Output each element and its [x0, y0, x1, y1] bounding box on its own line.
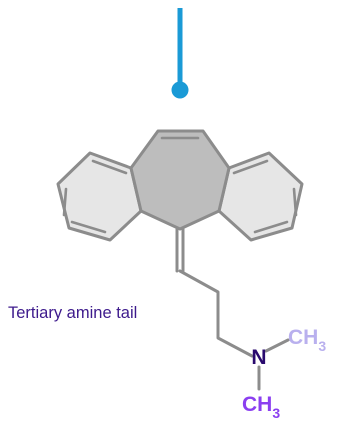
amine-side-chain [175, 227, 290, 391]
upper-methyl-subscript: 3 [318, 338, 326, 354]
upper-methyl-main: CH [288, 326, 318, 349]
bond-to-upper-methyl [264, 338, 290, 353]
left-ring-inner-bond-2 [70, 220, 107, 234]
left-benzene-ring [56, 151, 143, 242]
right-ring-inner-bond-1 [232, 159, 269, 175]
right-benzene-ring [217, 151, 304, 242]
lower-methyl-main: CH [242, 393, 272, 416]
nitrogen-atom-label: N [251, 346, 266, 369]
pointer-dot [171, 81, 189, 99]
upper-methyl-label: CH3 [288, 326, 326, 354]
lower-methyl-label: CH3 [242, 393, 280, 421]
pointer-marker [171, 8, 189, 99]
right-ring-inner-bond-2 [253, 220, 289, 234]
right-ring-inner-bond-3 [292, 187, 298, 217]
tricyclic-core [56, 129, 304, 242]
central-seven-ring [129, 129, 231, 231]
left-ring-inner-bond-1 [91, 159, 128, 175]
annotation-label: Tertiary amine tail [8, 304, 137, 322]
propyl-chain [178, 269, 254, 358]
left-ring-inner-bond-3 [62, 187, 68, 217]
lower-methyl-subscript: 3 [272, 405, 280, 421]
